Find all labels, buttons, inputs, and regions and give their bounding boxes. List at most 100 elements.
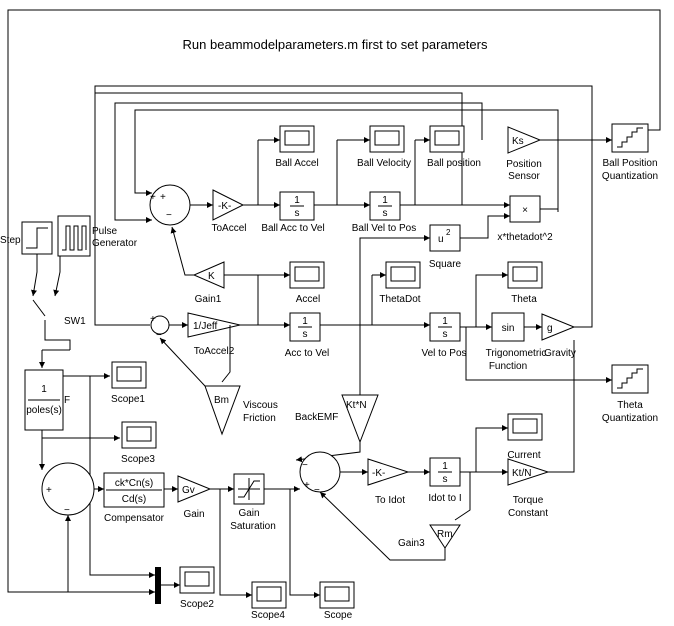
diagram-title: Run beammodelparameters.m first to set p… [183, 37, 488, 52]
step-icon [26, 227, 48, 249]
gain3-block[interactable] [429, 524, 461, 549]
torque-constant-gain[interactable] [507, 458, 550, 486]
backemf-gain[interactable] [341, 394, 379, 444]
to-idot-gain[interactable] [367, 458, 410, 486]
current-label: Current [507, 450, 541, 461]
viscous-label: Viscous [243, 400, 278, 411]
sign-plus: + [304, 480, 310, 491]
integrator-num: 1 [442, 316, 448, 327]
wire [289, 489, 320, 598]
sign-minus: − [302, 460, 308, 471]
thetadot-label: ThetaDot [379, 294, 420, 305]
pulse-icon [62, 225, 87, 251]
torque-label: Torque [513, 495, 544, 506]
integrator-num: 1 [382, 195, 388, 206]
wire-loop-2 [94, 85, 593, 303]
ball-position-label: Ball position [427, 158, 481, 169]
scope-screen [390, 266, 416, 282]
switch-arm[interactable] [32, 299, 46, 317]
compensator-den: Cd(s) [122, 494, 146, 505]
scope-screen [284, 130, 310, 146]
accel-label: Accel [296, 294, 320, 305]
pulse-label-2: Generator [92, 238, 138, 249]
sign-plus: + [150, 314, 156, 325]
torque-constant-text: Kt/N [512, 468, 531, 479]
trig-label: Trigonometric [486, 348, 547, 359]
backemf-text: Kt*N [346, 400, 367, 411]
position-sensor-label: Position [506, 159, 542, 170]
gain1-block[interactable] [192, 261, 225, 289]
wire-outer-feedback [7, 9, 661, 595]
integrator-den: s [303, 329, 308, 340]
square-label: Square [429, 259, 462, 270]
wire [465, 327, 612, 383]
ball-pos-quant-label-2: Quantization [602, 171, 658, 182]
gain-text: Gv [182, 485, 195, 496]
gain-block[interactable] [177, 475, 212, 503]
position-sensor-gain[interactable] [507, 126, 542, 154]
scope-screen [512, 418, 538, 434]
staircase-icon [617, 368, 643, 389]
f-port-label: F [64, 395, 70, 406]
integrator-den: s [443, 329, 448, 340]
ball-accel-label: Ball Accel [275, 158, 318, 169]
position-sensor-label-2: Sensor [508, 171, 540, 182]
gain1-text: K [208, 271, 215, 282]
gain-sat-label: Gain [238, 508, 259, 519]
scope-screen [374, 130, 400, 146]
wire [460, 213, 510, 239]
scope-screen [512, 266, 538, 282]
integrator-den: s [295, 208, 300, 219]
gravity-label: Gravity [544, 348, 576, 359]
product-block[interactable] [509, 195, 541, 223]
mux-block[interactable] [155, 567, 161, 604]
toaccel-gain-block[interactable] [212, 189, 245, 221]
wire [31, 254, 38, 297]
acc-to-vel-label: Acc to Vel [285, 348, 329, 359]
wire [475, 425, 508, 472]
wire [359, 235, 430, 395]
integrator-num: 1 [294, 195, 300, 206]
torque-label-2: Constant [508, 508, 548, 519]
step-label: Step [0, 235, 21, 246]
gain-label: Gain [183, 509, 204, 520]
scope4-label: Scope4 [251, 610, 285, 621]
sw1-label: SW1 [64, 316, 86, 327]
integrator-den: s [383, 208, 388, 219]
integrator-num: 1 [302, 316, 308, 327]
scope-screen [116, 366, 142, 382]
backemf-label: BackEMF [295, 412, 338, 423]
wire [53, 256, 61, 297]
compensator-label: Compensator [104, 513, 165, 524]
saturation-curve [238, 480, 260, 498]
square-exponent: 2 [446, 228, 451, 237]
scope-screen [126, 426, 152, 442]
to-idot-label: To Idot [375, 495, 405, 506]
vel-to-pos-label: Vel to Pos [421, 348, 466, 359]
product-symbol: × [522, 205, 528, 216]
toaccel2-label: ToAccel2 [194, 346, 235, 357]
integrator-den: s [443, 474, 448, 485]
wire [475, 272, 508, 327]
toaccel2-gain-block[interactable] [187, 312, 241, 338]
gravity-gain-block[interactable] [541, 313, 576, 341]
gain1-label: Gain1 [195, 294, 222, 305]
viscous-friction-gain[interactable] [204, 385, 241, 436]
wire [159, 337, 206, 387]
wire [574, 303, 593, 328]
sign-plus: + [160, 192, 166, 203]
toaccel-label: ToAccel [211, 223, 246, 234]
square-block[interactable] [429, 224, 461, 252]
poles-den: poles(s) [26, 405, 62, 416]
sign-minus: − [166, 210, 172, 221]
staircase-icon [617, 127, 643, 148]
scope-screen [184, 571, 210, 587]
scope3-label: Scope3 [121, 454, 155, 465]
sign-plus: + [150, 192, 156, 203]
trig-function-block[interactable] [491, 312, 525, 342]
sign-plus: + [46, 485, 52, 496]
compensator-num: ck*Cn(s) [115, 478, 153, 489]
scope1-label: Scope1 [111, 394, 145, 405]
product-label: x*thetadot^2 [497, 232, 553, 243]
